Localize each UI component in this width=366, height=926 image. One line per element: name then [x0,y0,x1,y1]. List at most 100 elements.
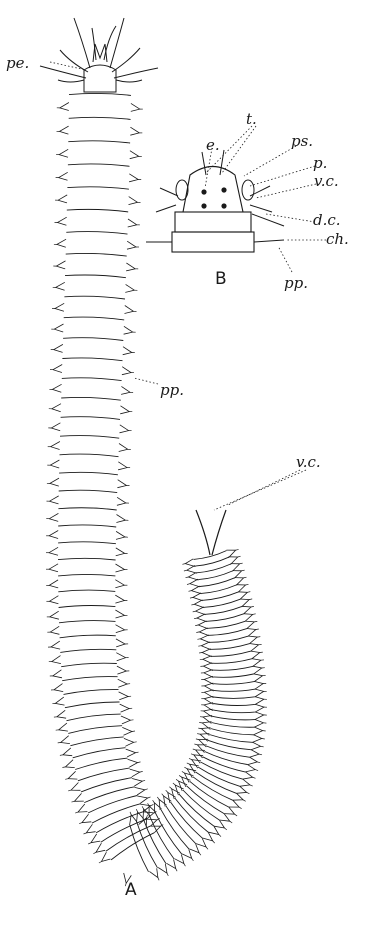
parapodium [121,386,130,394]
segment-boundary [67,209,128,212]
parapodium [242,606,251,614]
chaeta-tuft [68,790,71,791]
segment-boundary [59,490,117,492]
chaeta-tuft [257,637,260,638]
parapodium [191,586,201,594]
parapodium [54,344,63,352]
label-parapodium-b: pp. [284,276,308,291]
chaeta-tuft [253,777,256,778]
chaeta-tuft [166,790,168,792]
tentacular-cirrus [60,50,88,72]
segment-boundary [206,746,249,757]
chaeta-tuft [136,752,139,753]
chaeta-tuft [249,599,252,600]
chaeta-tuft [199,653,202,654]
segment-boundary [111,833,154,860]
parapodium [117,666,126,674]
parapodium [59,149,68,157]
parapodium [102,852,111,861]
segment-boundary [81,778,132,792]
segment-boundary [212,659,251,664]
cirrus-b [156,205,176,212]
segment-boundary [68,141,130,143]
segment-boundary [61,663,117,667]
parapodium [57,239,66,247]
chaeta-tuft [182,771,185,773]
parapodium [96,843,105,852]
cirrus-b [254,240,284,242]
parapodium [50,626,59,634]
chaeta-tuft [130,812,131,815]
segment-boundary [60,454,119,457]
parapodium [159,799,166,810]
parapodium [192,760,201,769]
parapodium [198,621,208,629]
parapodium [236,786,247,793]
parapodium [190,579,200,587]
parapodium [200,635,210,643]
parapodium [158,864,167,873]
segment-boundary [66,232,127,235]
parapodium [199,628,209,636]
parapodium [120,704,130,712]
parapodium [137,796,147,804]
chaeta-tuft [176,869,177,872]
parapodium [115,595,124,603]
chaeta-tuft [138,762,141,763]
chaeta-tuft [196,632,199,633]
chaeta-tuft [198,728,201,729]
parapodium [121,716,131,724]
label-leader [222,126,256,173]
parapodium [143,812,154,819]
chaeta-tuft [238,556,241,557]
prostomium-a [84,65,116,92]
chaeta-tuft [189,591,192,592]
parapodium [194,755,203,763]
segment-boundary [58,542,116,544]
parapodium [125,284,134,292]
eye-spot [201,189,206,194]
palp-right [242,180,254,200]
chaeta-tuft [158,878,159,881]
segment-boundary [62,677,117,681]
parapodium [249,750,259,758]
parapodium [130,769,140,777]
parapodium [196,839,206,848]
chaeta-tuft [88,843,91,844]
parapodium [232,571,241,579]
segment-boundary [59,472,118,474]
segment-boundary [58,558,116,560]
parapodium [116,625,125,633]
parapodium [204,696,213,704]
chaeta-tuft [157,797,159,799]
chaeta-tuft [190,597,193,598]
parapodium [122,367,131,375]
parapodium [56,261,65,269]
chaeta-tuft [72,801,75,802]
parapodium [131,103,140,111]
label-ventral-cirri-b: v.c. [314,174,339,189]
chaeta-tuft [167,873,168,876]
chaeta-tuft [255,770,258,771]
parapodium [58,195,67,203]
parapodium [132,779,142,787]
chaeta-tuft [197,734,200,735]
chaeta-tuft [193,749,196,750]
segment-boundary [201,762,243,779]
panel-label-a: A [125,882,137,899]
parapodium [230,564,239,572]
label-leader [50,62,86,70]
cirrus-b [160,188,178,196]
parapodium [118,462,127,470]
parapodium [187,566,197,574]
segment-boundary [68,164,130,166]
parapodium [124,738,134,746]
parapodium [117,497,126,505]
chaeta-tuft [262,739,265,740]
chaeta-tuft [257,762,260,763]
segment-boundary [75,758,127,769]
chaeta-tuft [239,807,242,809]
parapodium [116,515,125,523]
parapodium [74,793,83,801]
tentacular-cirrus [110,18,124,68]
